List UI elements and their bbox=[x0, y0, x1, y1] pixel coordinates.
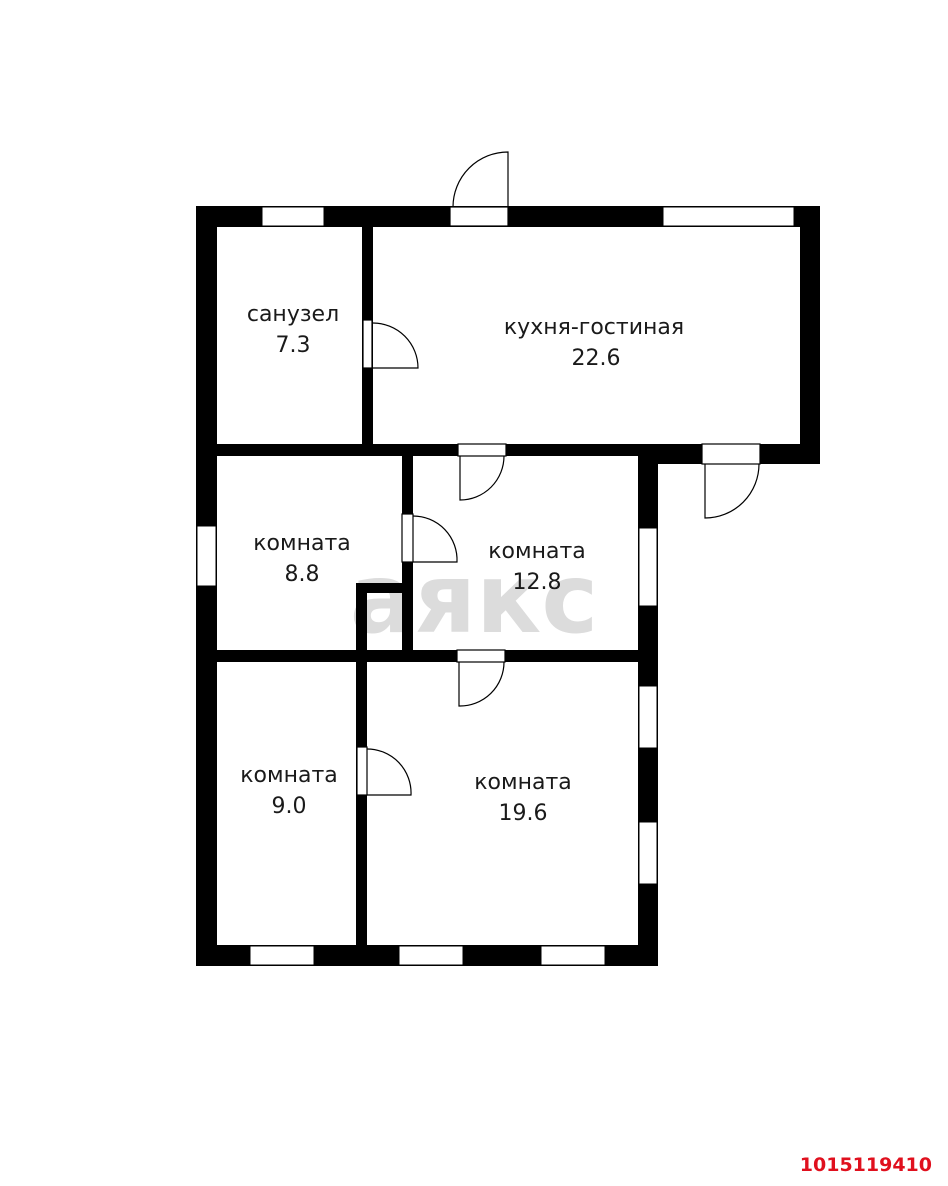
room-name-bathroom: санузел bbox=[247, 302, 339, 327]
room-labels: санузел 7.3 кухня-гостиная 22.6 комната … bbox=[240, 302, 684, 826]
room-area-bathroom: 7.3 bbox=[276, 333, 311, 358]
room-area-kitchen-living: 22.6 bbox=[572, 346, 621, 371]
room-name-room-9-0: комната bbox=[240, 763, 338, 788]
listing-id: 1015119410 bbox=[799, 1154, 932, 1176]
watermark-logo: аякс bbox=[350, 543, 598, 655]
room-area-room-9-0: 9.0 bbox=[272, 794, 307, 819]
room-name-kitchen-living: кухня-гостиная bbox=[504, 315, 684, 340]
room-area-room-19-6: 19.6 bbox=[499, 801, 548, 826]
room-area-room-12-8: 12.8 bbox=[513, 570, 562, 595]
doors bbox=[356, 151, 761, 796]
room-name-room-8-8: комната bbox=[253, 531, 351, 556]
windows bbox=[196, 206, 795, 966]
room-name-room-12-8: комната bbox=[488, 539, 586, 564]
room-area-room-8-8: 8.8 bbox=[285, 562, 320, 587]
room-name-room-19-6: комната bbox=[474, 770, 572, 795]
